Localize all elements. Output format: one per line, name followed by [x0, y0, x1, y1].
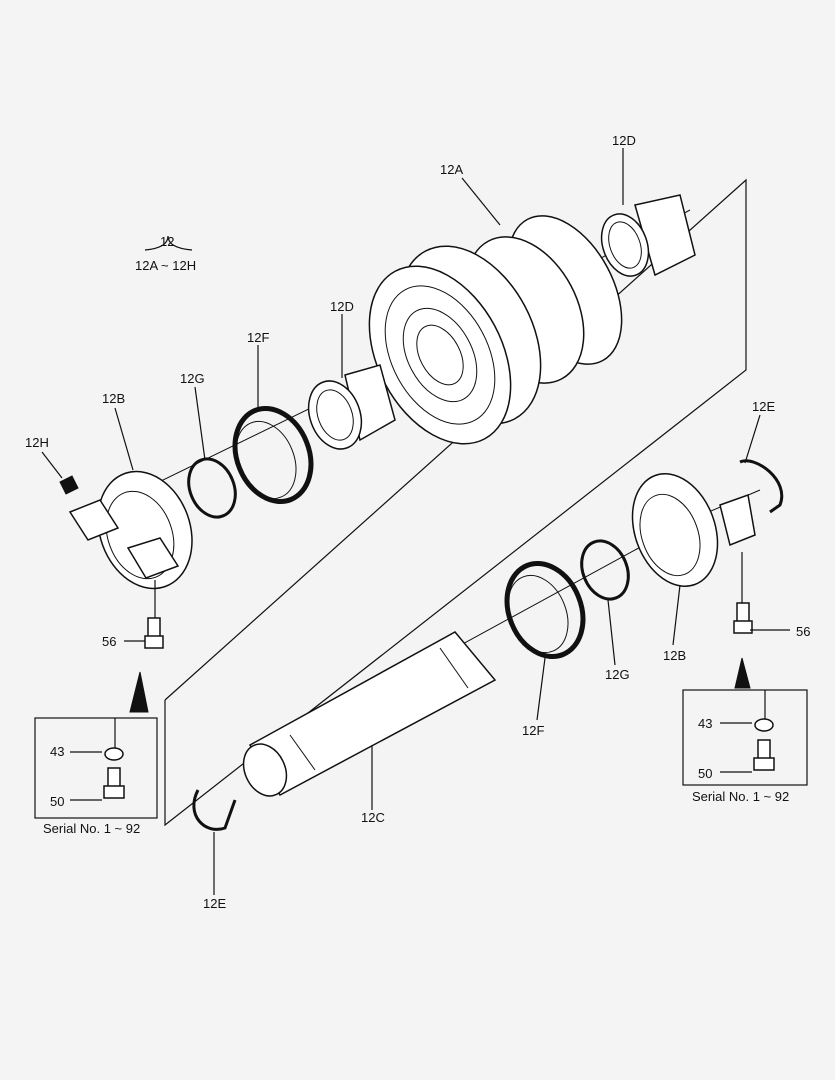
floating-seal-left: [232, 405, 314, 505]
callout-56-right: 56: [796, 624, 811, 639]
callout-12e-left: 12E: [203, 896, 227, 911]
oring-right: [580, 539, 630, 601]
track-roller: [368, 215, 623, 445]
inset-right-serial: Serial No. 1 ~ 92: [692, 789, 790, 804]
inset-right-bolt: [753, 739, 775, 771]
collar-left: [68, 470, 193, 590]
group-number-label: 12: [160, 234, 175, 249]
inset-left-bolt: [103, 767, 125, 799]
inset-right-bolt-label: 50: [698, 766, 713, 781]
callout-12a: 12A: [440, 162, 464, 177]
callout-12b-left: 12B: [102, 391, 126, 406]
callout-12g-left: 12G: [180, 371, 205, 386]
arrow-up-right: [734, 657, 751, 689]
callout-12g-right: 12G: [605, 667, 630, 682]
callout-12d-top: 12D: [612, 133, 636, 148]
leader-12b-right: [672, 584, 681, 646]
callout-12d-mid: 12D: [330, 299, 354, 314]
callout-56-left: 56: [102, 634, 117, 649]
bolt-left: [144, 617, 164, 649]
leader-12f-right: [536, 657, 546, 721]
callout-12f-right: 12F: [522, 723, 545, 738]
callout-12e-right: 12E: [752, 399, 776, 414]
callout-12f-left: 12F: [247, 330, 270, 345]
group-brace: [144, 235, 193, 251]
inset-box-right: [682, 689, 808, 786]
floating-seal-right: [504, 560, 586, 660]
snap-ring-left: [192, 789, 237, 831]
leader-12g-left: [194, 386, 206, 461]
leader-12g-right: [607, 599, 616, 666]
leader-12e-right: [744, 414, 761, 464]
leader-12a: [461, 177, 501, 226]
group-range-label: 12A ~ 12H: [135, 258, 197, 273]
inset-left-serial: Serial No. 1 ~ 92: [43, 821, 141, 836]
plug: [59, 475, 79, 495]
callout-12h: 12H: [25, 435, 49, 450]
oring-left: [187, 457, 237, 519]
leader-12h: [41, 451, 63, 479]
inset-left-bolt-label: 50: [50, 794, 65, 809]
inset-left-washer-label: 43: [50, 744, 65, 759]
collar-right: [631, 473, 756, 587]
arrow-up-left: [129, 671, 149, 713]
inset-right-washer: [754, 718, 774, 732]
callout-12b-right: 12B: [663, 648, 687, 663]
bushing-top: [600, 194, 696, 277]
leader-12b-left: [114, 407, 134, 471]
inset-right-washer-label: 43: [698, 716, 713, 731]
shaft: [242, 631, 497, 797]
callout-12c: 12C: [361, 810, 385, 825]
inset-left-washer: [104, 747, 124, 761]
inset-box-left: [34, 717, 158, 819]
bolt-right: [733, 602, 753, 634]
bushing-middle: [307, 364, 396, 450]
